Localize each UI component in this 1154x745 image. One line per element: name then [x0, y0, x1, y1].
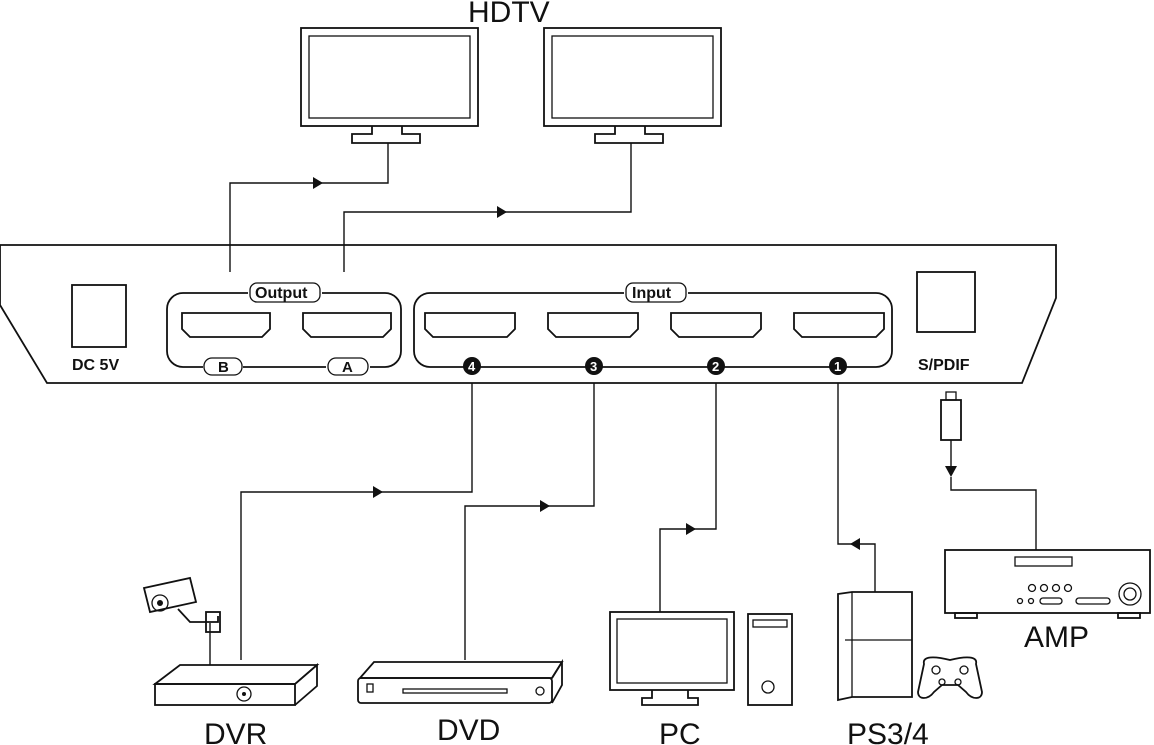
amplifier-icon — [944, 549, 1151, 619]
cable-input-3-to-dvd — [464, 383, 595, 660]
input-group-label: Input — [632, 285, 672, 302]
hdmi-switch-body: DC 5V Output B A Input 4 — [0, 244, 1057, 384]
cable-input-1-to-ps — [837, 383, 876, 592]
input-port-4-label: 4 — [468, 359, 476, 374]
dvr-device-icon — [152, 623, 320, 706]
arrow-icon — [313, 177, 323, 189]
dvd-label: DVD — [437, 714, 500, 745]
spdif-label: S/PDIF — [918, 357, 970, 374]
hdmi-port-output-a: A — [302, 312, 392, 376]
hdmi-port-input-3: 3 — [547, 312, 639, 375]
optical-audio-plug — [940, 391, 962, 467]
arrow-icon — [945, 466, 957, 477]
hdmi-port-output-b: B — [181, 312, 271, 376]
game-console-icon — [837, 591, 913, 702]
dvr-label: DVR — [204, 718, 267, 745]
cable-input-2-to-pc — [659, 383, 717, 612]
output-port-b-label: B — [218, 359, 229, 376]
arrow-icon — [497, 206, 507, 218]
pc-label: PC — [659, 718, 701, 745]
dc-power-label: DC 5V — [72, 357, 119, 374]
security-camera-icon — [142, 576, 221, 633]
hdtv-output-a — [543, 27, 722, 144]
cable-output-b-to-hdtv — [229, 143, 389, 272]
input-port-3-label: 3 — [590, 359, 597, 374]
hdmi-port-input-1: 1 — [793, 312, 885, 375]
pc-icon — [609, 611, 793, 706]
output-group-label: Output — [255, 285, 308, 302]
hdtv-output-b — [300, 27, 479, 144]
dc-power-jack — [71, 284, 127, 348]
arrow-icon — [686, 523, 696, 535]
arrow-icon — [850, 538, 860, 550]
input-port-1-label: 1 — [834, 359, 841, 374]
input-port-2-label: 2 — [712, 359, 719, 374]
gamepad-icon — [917, 656, 983, 699]
hdtv-label: HDTV — [468, 0, 550, 29]
cable-output-a-to-hdtv — [343, 143, 632, 272]
cable-spdif-to-amp — [950, 477, 1037, 550]
spdif-port — [916, 271, 976, 333]
hdmi-port-input-2: 2 — [670, 312, 762, 375]
amp-label: AMP — [1024, 621, 1089, 654]
dvd-player-icon — [357, 658, 564, 704]
hdmi-port-input-4: 4 — [424, 312, 516, 375]
arrow-icon — [540, 500, 550, 512]
output-port-a-label: A — [342, 359, 353, 376]
cable-input-4-to-dvr — [240, 383, 473, 660]
arrow-icon — [373, 486, 383, 498]
ps-label: PS3/4 — [847, 718, 929, 745]
